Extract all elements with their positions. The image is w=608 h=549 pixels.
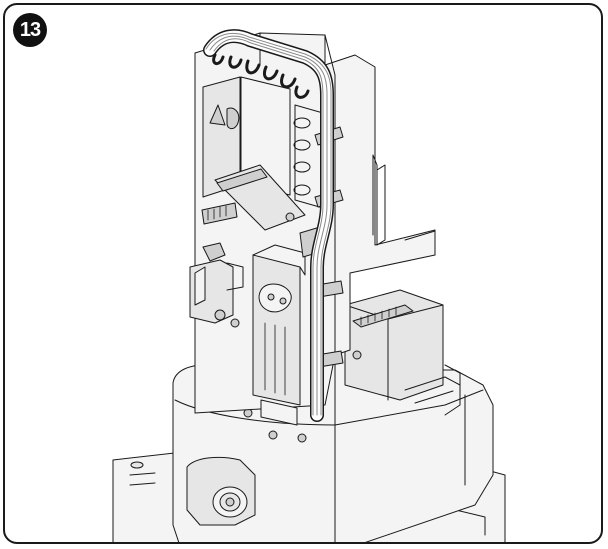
gate-motor-illustration bbox=[112, 29, 506, 542]
step-number-badge: 13 bbox=[13, 13, 47, 47]
middle-panel bbox=[252, 244, 306, 426]
left-connector-bracket bbox=[189, 242, 244, 328]
figure-frame: 13 bbox=[3, 3, 603, 544]
transformer-box bbox=[344, 289, 461, 416]
cable-bundle bbox=[203, 29, 334, 422]
right-side-panel bbox=[376, 164, 436, 256]
